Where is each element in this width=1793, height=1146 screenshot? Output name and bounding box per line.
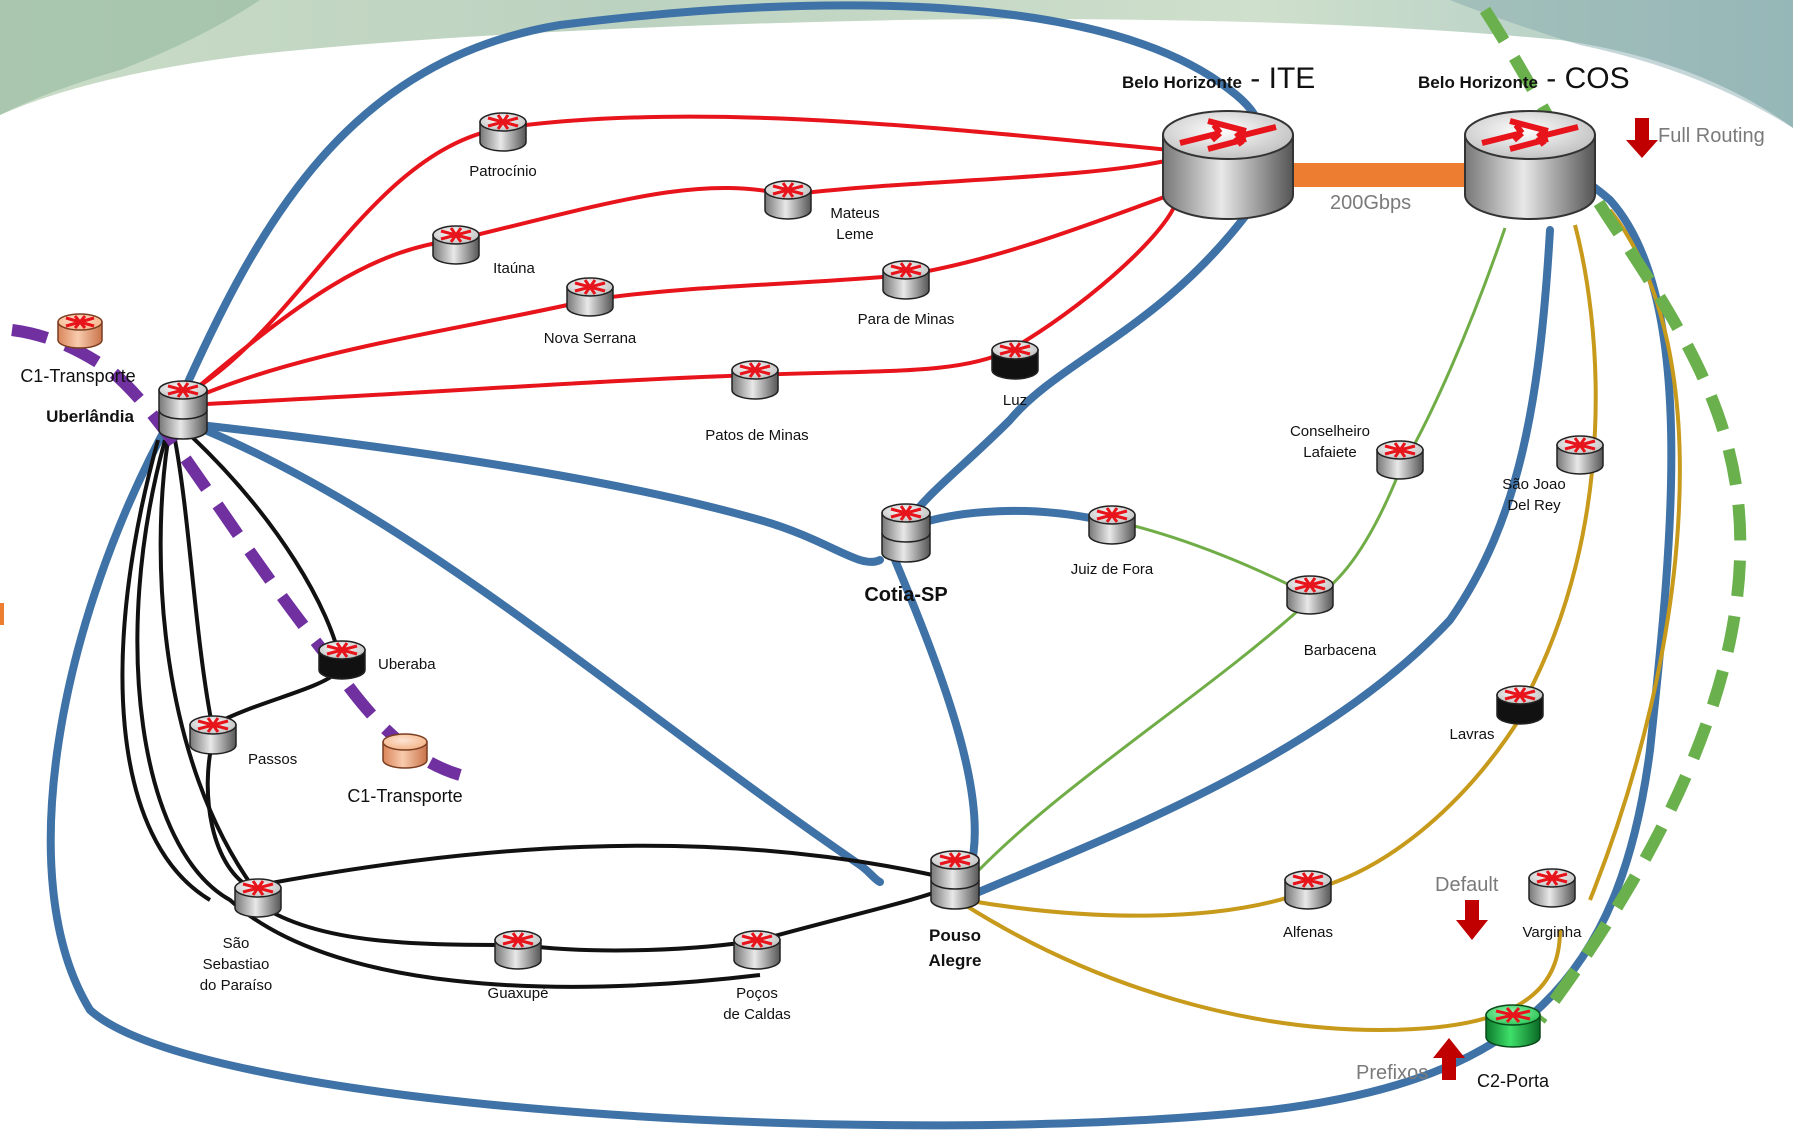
router-label-luz: Luz [1003, 392, 1027, 409]
prefixos-arrow-icon [1433, 1038, 1465, 1080]
router-label-passos: Passos [248, 751, 297, 768]
router-label-sao-sebastiao: Sebastiao [203, 956, 270, 973]
router-label-uberaba: Uberaba [378, 656, 436, 673]
router-alfenas[interactable] [1284, 870, 1332, 910]
router-label-mateus-leme: Mateus [830, 205, 879, 222]
link-bandwidth-label: 200Gbps [1330, 192, 1411, 214]
router-label-itauna: Itaúna [493, 260, 535, 277]
router-label-sao-joao-del-rey: São Joao [1502, 476, 1565, 493]
router-label-c2-porta: C2-Porta [1477, 1071, 1550, 1091]
default-label: Default [1435, 874, 1499, 896]
router-luz[interactable] [991, 340, 1039, 380]
router-mateus-leme[interactable] [764, 180, 812, 220]
router-label-juiz-de-fora: Juiz de Fora [1071, 561, 1154, 578]
router-sao-sebastiao[interactable] [234, 878, 282, 918]
router-pocos-de-caldas[interactable] [733, 930, 781, 970]
full-routing-label: Full Routing [1658, 125, 1765, 147]
router-label-nova-serrana: Nova Serrana [544, 330, 637, 347]
router-conselheiro-lafaiete[interactable] [1376, 440, 1424, 480]
router-label-barbacena: Barbacena [1304, 642, 1377, 659]
router-barbacena[interactable] [1286, 575, 1334, 615]
header-banner-shade [0, 0, 260, 115]
router-para-de-minas[interactable] [882, 260, 930, 300]
black-links [120, 433, 956, 989]
router-label-patos-de-minas: Patos de Minas [705, 427, 808, 444]
router-label-cotia: Cotia-SP [864, 584, 947, 606]
header-ite: Belo Horizonte - ITE [1122, 62, 1315, 95]
router-label-c1-transporte-top: C1-Transporte [20, 366, 135, 386]
router-uberlandia[interactable] [158, 380, 208, 440]
router-uberaba[interactable] [318, 640, 366, 680]
default-arrow-icon [1456, 900, 1488, 940]
router-label-pocos-de-caldas: de Caldas [723, 1006, 791, 1023]
router-label-sao-sebastiao: do Paraíso [200, 977, 273, 994]
header-banner [0, 0, 1793, 128]
router-label-conselheiro-lafaiete: Lafaiete [1303, 444, 1356, 461]
router-lavras[interactable] [1496, 685, 1544, 725]
router-label-patrocinio: Patrocínio [469, 163, 537, 180]
edge-orange-mark [0, 603, 4, 625]
router-c1-transporte-bottom[interactable] [382, 733, 428, 769]
router-label-conselheiro-lafaiete: Conselheiro [1290, 423, 1370, 440]
router-juiz-de-fora[interactable] [1088, 505, 1136, 545]
router-label-pocos-de-caldas: Poços [736, 985, 778, 1002]
router-cotia-sp[interactable] [881, 503, 931, 563]
router-bh-ite[interactable] [1162, 110, 1294, 220]
header-cos: Belo Horizonte - COS [1418, 62, 1630, 95]
router-c1-transporte-top[interactable] [57, 313, 103, 349]
purple-dashed-transit [11, 324, 462, 781]
router-varginha[interactable] [1528, 868, 1576, 908]
router-label-c1-transporte-bottom: C1-Transporte [347, 786, 462, 806]
router-label-lavras: Lavras [1449, 726, 1494, 743]
router-passos[interactable] [189, 715, 237, 755]
router-nova-serrana[interactable] [566, 277, 614, 317]
router-label-pouso-alegre: Pouso [929, 926, 981, 945]
router-bh-cos[interactable] [1464, 110, 1596, 220]
router-label-uberlandia: Uberlândia [46, 407, 134, 426]
router-label-pouso-alegre: Alegre [929, 951, 982, 970]
router-label-para-de-minas: Para de Minas [858, 311, 955, 328]
prefixos-label: Prefixos [1356, 1062, 1428, 1084]
router-label-varginha: Varginha [1523, 924, 1583, 941]
router-patos-de-minas[interactable] [731, 360, 779, 400]
router-c2-porta[interactable] [1485, 1004, 1541, 1048]
red-links [183, 114, 1177, 407]
router-guaxupe[interactable] [494, 930, 542, 970]
full-routing-arrow-icon [1626, 118, 1658, 158]
header-banner-shade-right [1450, 0, 1793, 128]
router-patrocinio[interactable] [479, 112, 527, 152]
router-label-mateus-leme: Leme [836, 226, 874, 243]
router-label-sao-joao-del-rey: Del Rey [1507, 497, 1561, 514]
green-links [958, 227, 1507, 892]
router-sao-joao-del-rey[interactable] [1556, 435, 1604, 475]
router-itauna[interactable] [432, 225, 480, 265]
router-pouso-alegre[interactable] [930, 850, 980, 910]
router-label-guaxupe: Guaxupé [488, 985, 549, 1002]
router-label-sao-sebastiao: São [223, 935, 250, 952]
router-label-alfenas: Alfenas [1283, 924, 1333, 941]
